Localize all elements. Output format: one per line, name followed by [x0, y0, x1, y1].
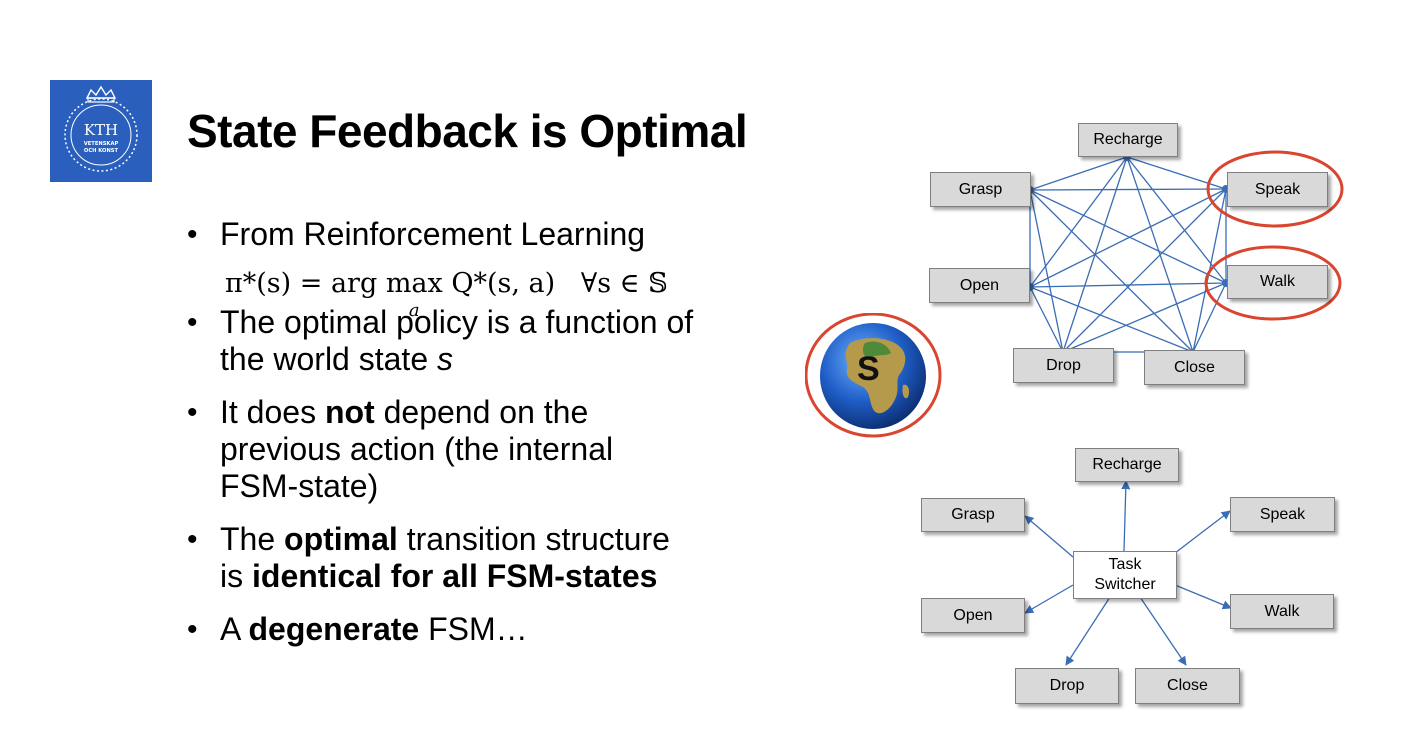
bottom-node-open: Open — [921, 598, 1025, 633]
globe-icon — [804, 312, 942, 438]
bottom-node-recharge: Recharge — [1075, 448, 1179, 482]
world-state-label: S — [857, 350, 880, 388]
top-node-recharge: Recharge — [1078, 123, 1178, 157]
top-node-open: Open — [929, 268, 1030, 303]
bottom-node-close: Close — [1135, 668, 1240, 704]
top-node-drop: Drop — [1013, 348, 1114, 383]
bullet-5: •A degenerate FSM… — [187, 611, 528, 647]
bottom-graph-edges — [1024, 480, 1232, 666]
bullet-list: •From Reinforcement Learning •The optima… — [187, 216, 787, 648]
walk-highlight-ring — [1204, 245, 1342, 321]
svg-text:OCH KONST: OCH KONST — [84, 148, 119, 154]
logo-text: KTH — [84, 121, 118, 139]
bullet-4: •The optimal transition structure is ide… — [187, 521, 670, 594]
bullet-2: •The optimal policy is a function of the… — [187, 304, 694, 377]
kth-crest-icon: KTH VETENSKAP OCH KONST — [50, 80, 152, 182]
bottom-node-grasp: Grasp — [921, 498, 1025, 532]
bottom-node-speak: Speak — [1230, 497, 1335, 532]
top-node-walk: Walk — [1227, 265, 1328, 299]
top-graph-edges — [1029, 156, 1227, 353]
top-node-close: Close — [1144, 350, 1245, 385]
speak-highlight-ring — [1206, 150, 1344, 228]
bullet-1: •From Reinforcement Learning — [187, 216, 646, 252]
slide-title: State Feedback is Optimal — [187, 105, 748, 157]
bottom-node-drop: Drop — [1015, 668, 1119, 704]
top-node-grasp: Grasp — [930, 172, 1031, 207]
top-node-speak: Speak — [1227, 172, 1328, 207]
kth-logo: KTH VETENSKAP OCH KONST — [50, 80, 152, 182]
bottom-node-walk: Walk — [1230, 594, 1334, 629]
world-globe — [804, 312, 943, 438]
bullet-3: •It does not depend on the previous acti… — [187, 394, 614, 504]
task-switcher-node: Task Switcher — [1073, 551, 1177, 599]
svg-text:VETENSKAP: VETENSKAP — [84, 141, 119, 147]
